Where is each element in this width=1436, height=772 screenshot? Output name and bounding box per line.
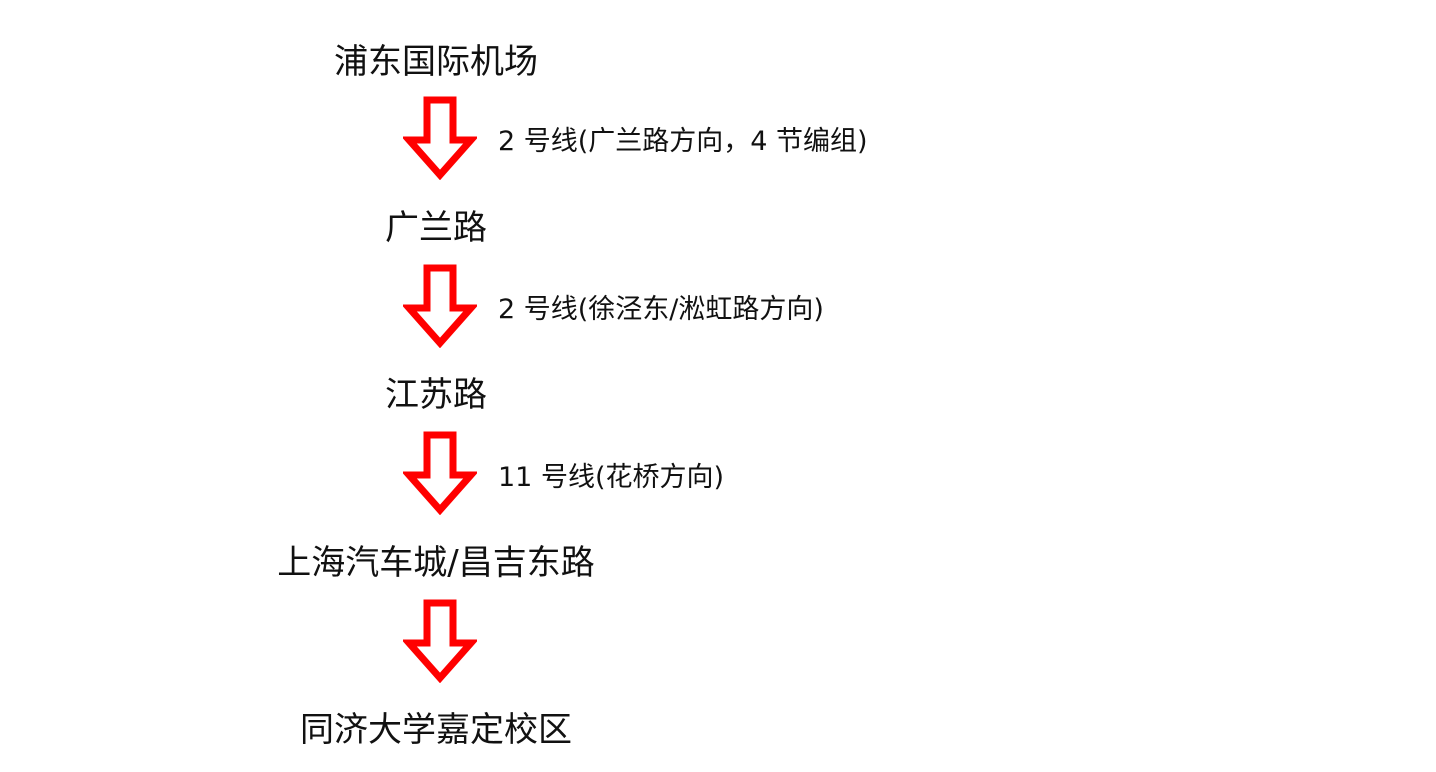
station-pudong-airport: 浦东国际机场 — [334, 42, 538, 82]
down-arrow-icon — [403, 96, 477, 180]
station-tongji-jiading: 同济大学嘉定校区 — [300, 710, 572, 750]
down-arrow-icon — [403, 599, 477, 683]
station-guanglan-road: 广兰路 — [385, 208, 487, 248]
station-jiangsu-road: 江苏路 — [385, 375, 487, 415]
line-label-2-to-guanglan: 2 号线(广兰路方向，4 节编组) — [498, 126, 868, 157]
down-arrow-icon — [403, 264, 477, 348]
station-shanghai-auto-city: 上海汽车城/昌吉东路 — [277, 543, 595, 583]
line-label-2-to-xujingdong: 2 号线(徐泾东/淞虹路方向) — [498, 294, 824, 325]
line-label-11-to-huaqiao: 11 号线(花桥方向) — [498, 462, 725, 493]
down-arrow-icon — [403, 431, 477, 515]
